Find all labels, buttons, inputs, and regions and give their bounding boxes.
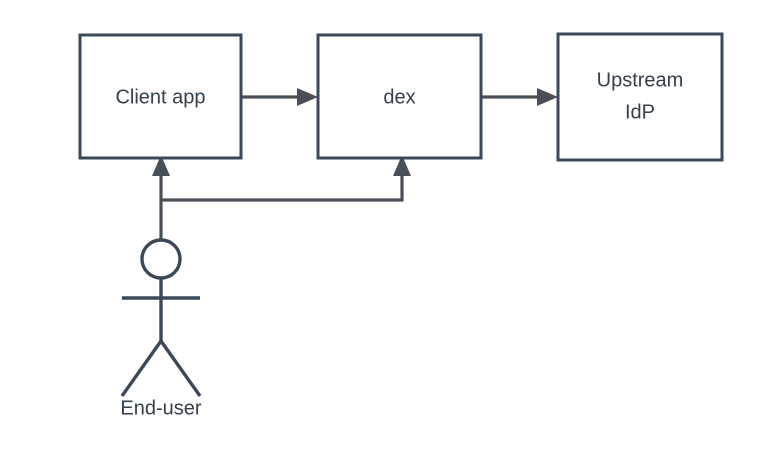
edge-end-user-to-dex[interactable] bbox=[161, 155, 411, 202]
actor-end-user-label: End-user bbox=[120, 397, 201, 419]
node-dex-box bbox=[316, 33, 483, 160]
edge-dex-to-upstream-idp[interactable] bbox=[481, 88, 558, 106]
actor-leg-left bbox=[120, 340, 163, 397]
arrow-head-upstream-idp-left bbox=[537, 88, 558, 106]
node-client-app-label: Client app bbox=[115, 86, 205, 108]
node-dex-label: dex bbox=[383, 86, 415, 108]
node-upstream-idp[interactable]: Upstream IdP bbox=[556, 32, 724, 162]
edge-line-end-user-dex bbox=[161, 170, 404, 202]
node-upstream-idp-label-line2: IdP bbox=[625, 101, 655, 123]
arrow-head-dex-bottom bbox=[393, 155, 411, 176]
node-dex[interactable]: dex bbox=[316, 33, 483, 160]
node-upstream-idp-label-line1: Upstream bbox=[597, 69, 684, 91]
node-client-app-box bbox=[78, 33, 243, 160]
node-client-app[interactable]: Client app bbox=[78, 33, 243, 160]
actor-end-user[interactable]: End-user bbox=[120, 238, 202, 419]
edge-client-app-to-dex[interactable] bbox=[241, 88, 318, 106]
arrow-head-client-app bbox=[152, 155, 170, 176]
actor-leg-right bbox=[159, 340, 202, 397]
arrow-head-dex-left bbox=[297, 88, 318, 106]
actor-head-icon bbox=[140, 238, 182, 280]
node-upstream-idp-box bbox=[556, 32, 724, 162]
